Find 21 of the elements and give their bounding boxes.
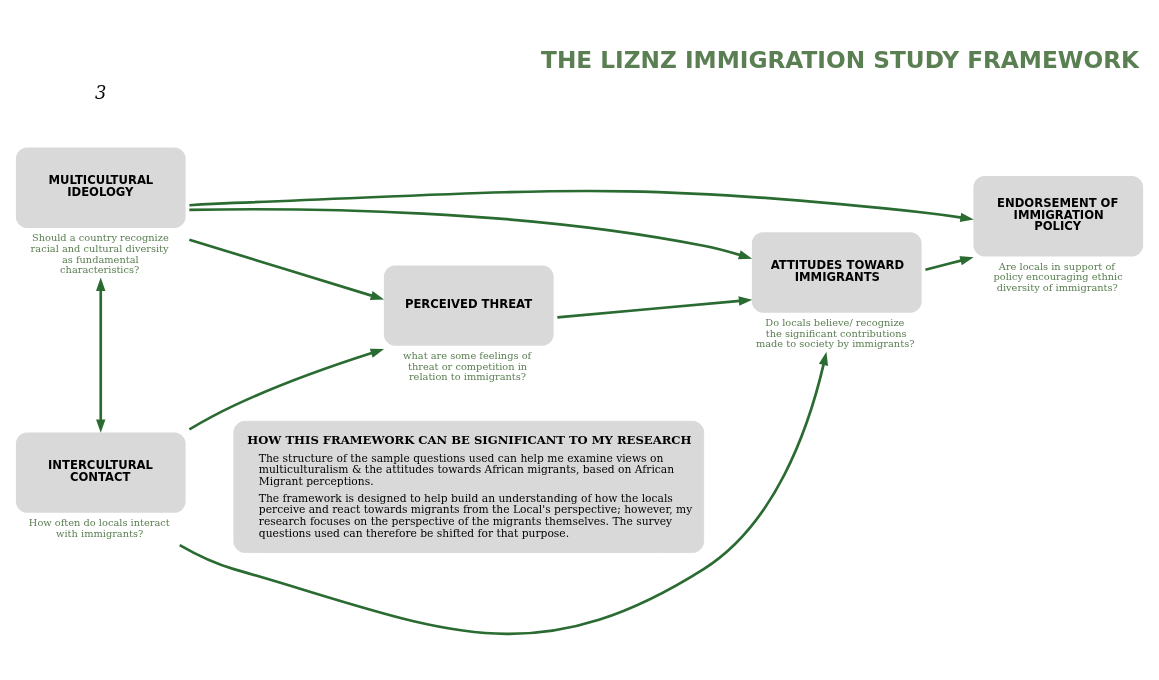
arrow: [188, 237, 385, 300]
arrow: [189, 207, 753, 259]
arrow: [925, 255, 974, 271]
diagram-title: THE LIZNZ IMMIGRATION STUDY FRAMEWORK: [541, 45, 1140, 73]
arrow: [557, 295, 753, 319]
node-label: Should a country recognize racial and cultural diversity as fundamental characteristics?: [30, 231, 169, 275]
node-label: Do locals believe/ recognize the significant contributions made to society by immigrants?: [755, 316, 915, 349]
node-box: PERCEIVED THREAT: [383, 264, 554, 346]
node-box: HOW THIS FRAMEWORK CAN BE SIGNIFICANT TO MY RESEARCH The structure of the sample questions used can help me examine views on multiculturalism & the attitudes towards African migrants, based on African Migrant perceptions. The framework is designed to help build an understanding of how the locals perceive and react towards migrants from the Local's perspective; however, my research focuses on the perspective of the migrants themselves. The survey questions used can therefore be shifted for that purpose.: [233, 420, 705, 553]
label: 3: [94, 81, 107, 103]
node-box: MULTICULTURAL IDEOLOGY: [15, 147, 186, 228]
arrow: [188, 348, 385, 430]
node-box: ENDORSEMENT OF IMMIGRATION POLICY: [973, 175, 1144, 256]
node-label: what are some feelings of threat or competition in relation to immigrants?: [403, 349, 532, 382]
arrow: [189, 189, 974, 222]
node-box: INTERCULTURAL CONTACT: [15, 431, 186, 513]
arrow: [179, 351, 829, 635]
node-label: How often do locals interact with immigrants?: [28, 516, 170, 539]
arrow: [96, 276, 106, 433]
node-label: Are locals in support of policy encouraging ethnic diversity of immigrants?: [993, 260, 1123, 293]
node-box: ATTITUDES TOWARD IMMIGRANTS: [751, 231, 922, 313]
